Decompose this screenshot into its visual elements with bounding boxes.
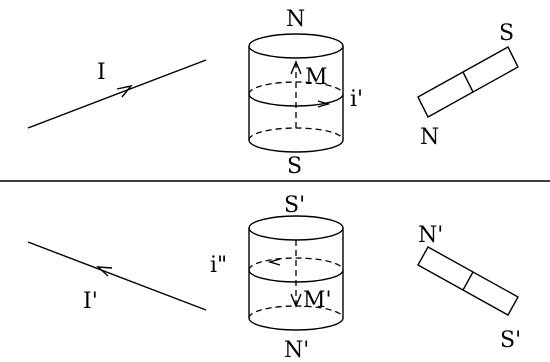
top-cylinder: N S M i' bbox=[248, 7, 363, 179]
bottom-moment-label: M' bbox=[303, 288, 332, 313]
top-current-arrow bbox=[116, 84, 133, 98]
top-cylinder-top-label: N bbox=[286, 7, 305, 32]
bottom-magnet-upper-label: N' bbox=[418, 223, 443, 248]
top-loop-current-arrow bbox=[317, 100, 331, 108]
bottom-wire-label: I' bbox=[83, 289, 98, 314]
top-moment-label: M bbox=[305, 65, 328, 90]
bottom-wire: I' bbox=[27, 241, 207, 314]
bottom-current-label: i" bbox=[210, 253, 227, 278]
bottom-cylinder-top-label: S' bbox=[284, 193, 305, 218]
top-current-label: i' bbox=[350, 87, 363, 112]
top-panel: I N S M i' S N bbox=[27, 7, 519, 179]
top-magnet-lower-label: N bbox=[420, 125, 439, 150]
bottom-bar-magnet: N' S' bbox=[417, 223, 521, 353]
top-cylinder-bottom-label: S bbox=[287, 154, 302, 179]
bottom-cylinder: S' N' M' i" bbox=[210, 193, 344, 362]
bottom-magnet-lower-label: S' bbox=[500, 328, 521, 353]
top-bar-magnet: S N bbox=[417, 21, 519, 150]
bottom-loop-current-arrow bbox=[267, 258, 281, 266]
bottom-current-arrow bbox=[96, 266, 113, 277]
top-magnet-upper-label: S bbox=[499, 21, 514, 46]
top-wire: I bbox=[27, 59, 207, 129]
top-wire-label: I bbox=[97, 60, 106, 85]
bottom-panel: I' S' N' M' i" N' S' bbox=[27, 193, 521, 362]
bottom-cylinder-bottom-label: N' bbox=[284, 338, 309, 362]
